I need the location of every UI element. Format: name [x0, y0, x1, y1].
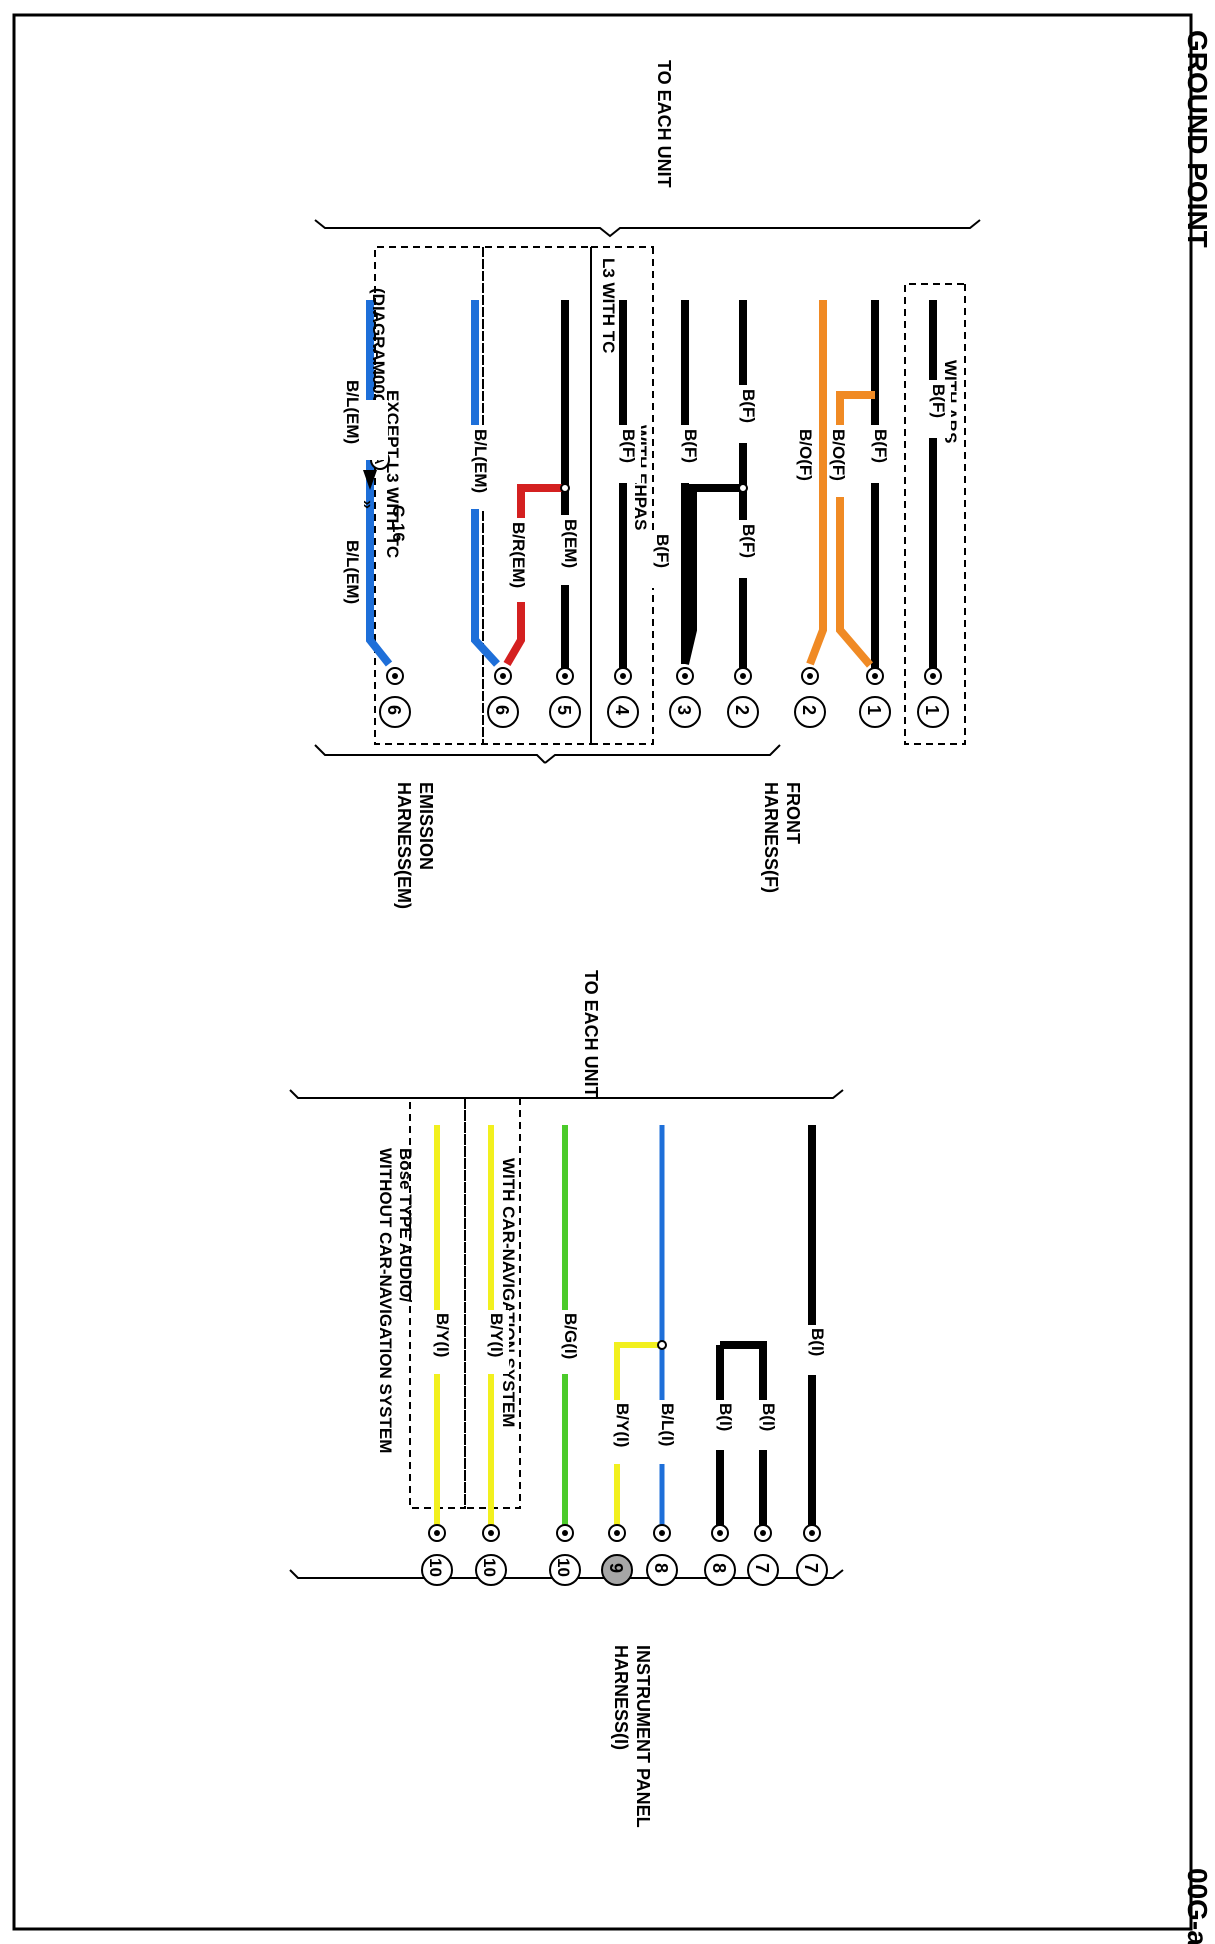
right-brace-emission: [314, 744, 546, 764]
page-frame: [12, 13, 1193, 1931]
wire-label: B/L(I): [658, 1403, 677, 1446]
wire-label: B(I): [716, 1403, 735, 1431]
wire-label: B/Y(I): [613, 1403, 632, 1447]
svg-text:4: 4: [612, 705, 632, 715]
svg-text:9: 9: [606, 1563, 626, 1573]
terminal-4: 4: [607, 667, 639, 728]
wire-label: B/O(F): [796, 429, 815, 481]
terminal-2-orange: 2: [794, 667, 826, 728]
terminals-lower: 7 7 8 8 9: [421, 1524, 828, 1586]
bose-label-2: WITHOUT CAR-NAVIGATION SYSTEM: [376, 1148, 395, 1453]
svg-text:8: 8: [709, 1563, 729, 1573]
wire-label: B(F): [739, 389, 758, 423]
front-harness-label-2: HARNESS(F): [761, 782, 781, 893]
right-brace-front: [544, 744, 781, 764]
ehpas-box: [590, 246, 654, 745]
svg-text:10: 10: [480, 1558, 499, 1577]
terminal-6-except: 6: [379, 667, 411, 728]
terminal-9: 9: [601, 1524, 633, 1586]
bose-label-1: Bose TYPE AUDIO/: [396, 1148, 415, 1303]
svg-text:7: 7: [752, 1563, 772, 1573]
junction-dot: [657, 1340, 667, 1350]
wire-label: B(F): [929, 384, 948, 418]
junction-dot: [738, 483, 748, 493]
instrument-harness-label-1: INSTRUMENT PANEL: [633, 1645, 653, 1828]
terminal-10: 10: [549, 1524, 581, 1586]
wire-label: B(F): [681, 429, 700, 463]
page-code: 00G-a: [1182, 1868, 1213, 1944]
upper-section: TO EACH UNIT WITH ABS WITH EHPAS L3 WITH…: [314, 60, 981, 909]
wire-6-blue: [471, 300, 500, 667]
wire-label: B(F): [871, 429, 890, 463]
emission-harness-label-2: HARNESS(EM): [394, 782, 414, 909]
svg-text:10: 10: [426, 1558, 445, 1577]
wire-label: B(I): [808, 1328, 827, 1356]
terminal-1: 1: [859, 667, 891, 728]
emission-harness-label-1: EMISSION: [416, 782, 436, 870]
terminal-2: 2: [727, 667, 759, 728]
car-nav-label: WITH CAR-NAVIGATION SYSTEM: [499, 1158, 518, 1427]
terminal-10-nav: 10: [475, 1524, 507, 1586]
connector-ref: (DIAGRAM00G-b): [369, 288, 388, 429]
terminals-upper: 1 1 2 2 3: [379, 667, 949, 728]
svg-text:5: 5: [554, 705, 574, 715]
wire-label: B/O(F): [829, 429, 848, 481]
junction-dot: [560, 483, 570, 493]
wire-label: B(EM): [561, 519, 580, 568]
except-l3-box: [374, 246, 484, 745]
svg-text:2: 2: [732, 705, 752, 715]
svg-text:1: 1: [922, 705, 942, 715]
terminal-6: 6: [487, 667, 519, 728]
connector-double-arrow: »: [359, 500, 376, 509]
connector-id: C-16: [389, 505, 408, 542]
svg-text:10: 10: [554, 1558, 573, 1577]
svg-text:1: 1: [864, 705, 884, 715]
wire-1-orange: [836, 391, 875, 668]
wire-label: B/L(EM): [343, 540, 362, 604]
lower-left-brace: [289, 1089, 844, 1099]
left-brace-top: [314, 219, 981, 238]
wire-9-yellow: [614, 1342, 662, 1533]
svg-text:2: 2: [799, 705, 819, 715]
wire-label: B/Y(I): [487, 1313, 506, 1357]
wire-label: B(F): [653, 534, 672, 568]
to-each-unit-label-lower: TO EACH UNIT: [581, 970, 601, 1098]
terminal-7b: 7: [747, 1524, 779, 1586]
instrument-harness-label-2: HARNESS(I): [611, 1645, 631, 1750]
terminal-5: 5: [549, 667, 581, 728]
terminal-8: 8: [704, 1524, 736, 1586]
wire-7b-black: [720, 1341, 767, 1533]
terminal-10-bose: 10: [421, 1524, 453, 1586]
svg-text:6: 6: [492, 705, 512, 715]
to-each-unit-label: TO EACH UNIT: [654, 60, 674, 188]
svg-text:7: 7: [801, 1563, 821, 1573]
wire-3-branch: [681, 484, 743, 665]
wire-labels-lower: B(I) B(I) B(I) B/L(I) B/Y(I) B/G(I) B/Y(…: [431, 1310, 830, 1464]
wire-label: B/L(EM): [471, 429, 490, 493]
terminal-1-abs: 1: [917, 667, 949, 728]
wire-2-orange: [806, 300, 827, 666]
terminal-7: 7: [796, 1524, 828, 1586]
wire-label: B/R(EM): [509, 522, 528, 588]
wire-label: B/G(I): [561, 1313, 580, 1359]
wire-labels-upper: B(F) B(F) B/O(F) B/O(F) B(F) B(F) B(F) B…: [343, 380, 951, 604]
wire-label: B(F): [619, 429, 638, 463]
wire-label: B(F): [739, 524, 758, 558]
abs-box: [904, 283, 966, 745]
wire-label: B/Y(I): [433, 1313, 452, 1357]
svg-text:6: 6: [384, 705, 404, 715]
svg-text:3: 3: [674, 705, 694, 715]
l3-with-tc-label: L3 WITH TC: [599, 258, 618, 353]
wire-label: B/L(EM): [343, 380, 362, 444]
connector-arrow: [363, 470, 377, 490]
terminal-3: 3: [669, 667, 701, 728]
terminal-8b: 8: [646, 1524, 678, 1586]
lower-section: TO EACH UNIT WITH CAR-NAVIGATION SYSTEM …: [289, 970, 844, 1828]
front-harness-label-1: FRONT: [783, 782, 803, 844]
page-title: GROUND POINT: [1182, 30, 1213, 248]
wire-label: B(I): [759, 1403, 778, 1431]
svg-text:8: 8: [651, 1563, 671, 1573]
